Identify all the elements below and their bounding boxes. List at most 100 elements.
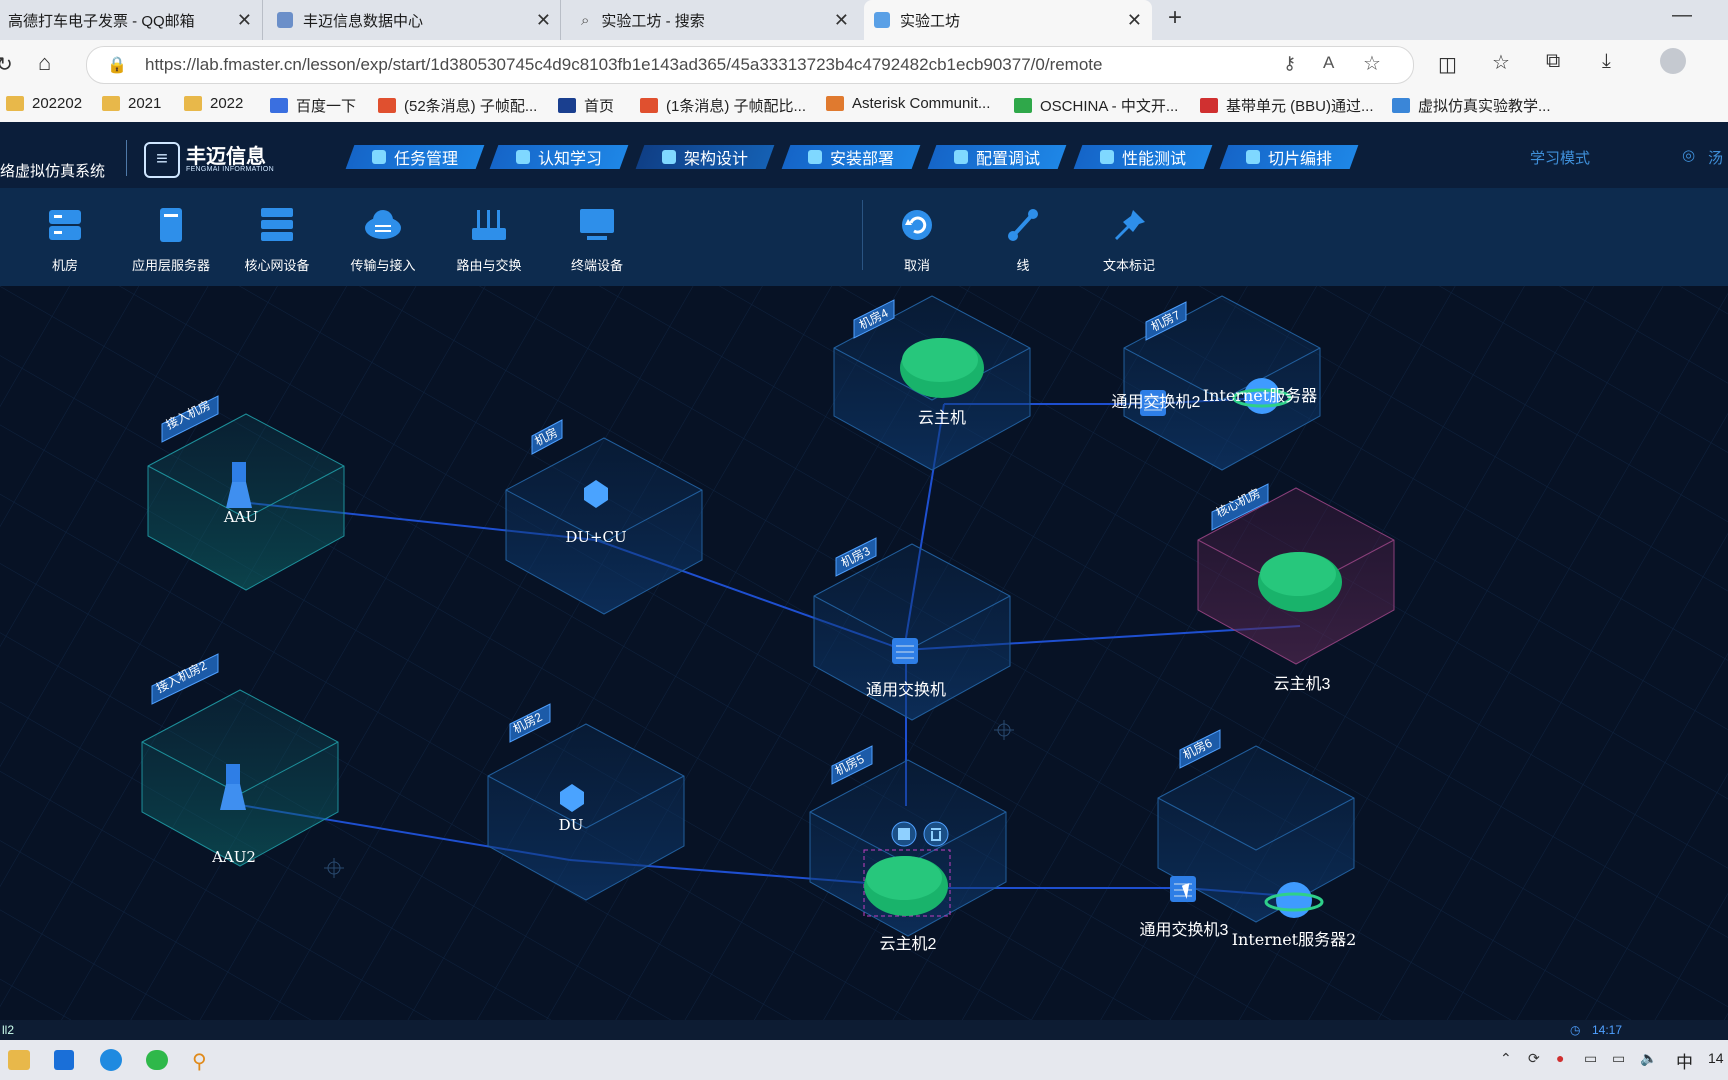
device-label: 云主机2	[879, 936, 937, 953]
cloud-host-2-selected[interactable]	[863, 849, 951, 917]
bookmark-link[interactable]: 首页	[558, 95, 614, 116]
bookmark-link[interactable]: 百度一下	[270, 95, 356, 116]
tool-transport-access[interactable]: 传输与接入	[338, 200, 428, 274]
taskbar-clock[interactable]: 14	[1708, 1050, 1724, 1066]
nav-learning[interactable]: 认知学习	[489, 145, 629, 169]
read-aloud-icon[interactable]: A	[1323, 53, 1335, 72]
user-name[interactable]: 汤	[1708, 150, 1724, 167]
close-icon[interactable]: ✕	[1126, 10, 1142, 30]
qq-tray-icon[interactable]: ●	[1556, 1050, 1565, 1066]
switch-3b[interactable]	[1170, 876, 1196, 902]
csdn-icon	[640, 98, 658, 113]
ime-indicator[interactable]: 中	[1676, 1053, 1693, 1072]
home-icon[interactable]: ⌂	[38, 50, 52, 75]
room-2[interactable]	[487, 723, 685, 901]
search-icon: ⌕	[581, 11, 590, 29]
add-favorite-icon[interactable]: ☆	[1363, 53, 1381, 75]
favorites-icon[interactable]: ☆	[1492, 52, 1510, 74]
bookmark-link[interactable]: 基带单元 (BBU)通过...	[1200, 95, 1374, 116]
bookmark-folder[interactable]: 2022	[184, 95, 243, 112]
device-label: 通用交换机2	[1111, 394, 1201, 411]
network-icon[interactable]: ▭	[1612, 1050, 1626, 1066]
performance-icon	[1099, 150, 1114, 164]
task-icon	[371, 150, 386, 164]
nav-task-management[interactable]: 任务管理	[345, 145, 485, 169]
room-5[interactable]	[809, 759, 1007, 937]
bookmark-folder[interactable]: 2021	[102, 95, 161, 112]
bookmark-link[interactable]: OSCHINA - 中文开...	[1014, 95, 1178, 116]
close-icon[interactable]: ✕	[833, 10, 849, 30]
brand-subtitle: FENGMAI INFORMATION	[186, 166, 275, 173]
file-explorer-icon[interactable]	[8, 1050, 30, 1070]
room-6[interactable]	[1157, 745, 1355, 923]
bookmark-link[interactable]: (52条消息) 子帧配...	[378, 95, 537, 116]
user-icon[interactable]: ◎	[1682, 147, 1696, 164]
rack-icon	[261, 208, 293, 241]
close-icon[interactable]: ✕	[535, 10, 551, 30]
tray-sync-icon[interactable]: ⟳	[1528, 1050, 1540, 1066]
du-cube[interactable]	[560, 784, 584, 812]
switch-2[interactable]	[1140, 390, 1166, 416]
internet-server-2[interactable]	[1264, 882, 1324, 918]
new-tab-button[interactable]: +	[1168, 4, 1183, 31]
tool-core-network[interactable]: 核心网设备	[232, 200, 322, 274]
site-icon	[874, 12, 890, 28]
tab-qq-mail[interactable]: 高德打车电子发票 - QQ邮箱 ✕	[0, 0, 262, 40]
tray-chevron-icon[interactable]: ⌃	[1500, 1050, 1512, 1066]
nav-config[interactable]: 配置调试	[927, 145, 1067, 169]
aau-antenna[interactable]	[226, 462, 252, 508]
internet-server[interactable]	[1232, 378, 1292, 414]
undo-button[interactable]: 取消	[872, 200, 962, 274]
edge-icon[interactable]	[100, 1049, 122, 1071]
topology-canvas[interactable]: 接入机房 机房 机房4 机房7 机房3 核心机房 接入机房2 机房2 机房5 机…	[0, 286, 1728, 1020]
volume-icon[interactable]: 🔈	[1640, 1050, 1658, 1066]
address-bar[interactable]: 🔒 https://lab.fmaster.cn/lesson/exp/star…	[86, 46, 1414, 84]
nav-slicing[interactable]: 切片编排	[1219, 145, 1359, 169]
address-bar-row: ↻ ⌂ 🔒 https://lab.fmaster.cn/lesson/exp/…	[0, 40, 1728, 88]
architecture-icon	[661, 150, 676, 164]
close-icon[interactable]: ✕	[236, 10, 252, 30]
bookmark-link[interactable]: (1条消息) 子帧配比...	[640, 95, 806, 116]
edit-device-button[interactable]	[891, 821, 917, 847]
tool-app-server[interactable]: 应用层服务器	[126, 200, 216, 274]
nav-deployment[interactable]: 安装部署	[781, 145, 921, 169]
aau2-antenna[interactable]	[220, 764, 246, 810]
collections-icon[interactable]: ⧉	[1546, 50, 1561, 72]
search-app-icon[interactable]: ⚲	[192, 1051, 207, 1073]
tool-routing-switching[interactable]: 路由与交换	[444, 200, 534, 274]
brand-logo: ≡	[144, 142, 180, 178]
nav-performance[interactable]: 性能测试	[1073, 145, 1213, 169]
nav-architecture-active[interactable]: 架构设计	[635, 145, 775, 169]
tab-data-center[interactable]: 丰迈信息数据中心 ✕	[262, 0, 561, 40]
line-button[interactable]: 线	[978, 200, 1068, 274]
delete-device-button[interactable]	[923, 821, 949, 847]
ducu-cube[interactable]	[584, 480, 608, 508]
bookmark-link[interactable]: 虚拟仿真实验教学...	[1392, 95, 1551, 116]
tab-title: 丰迈信息数据中心	[303, 12, 424, 30]
cloud-host-3[interactable]	[1258, 552, 1342, 612]
minimize-button[interactable]: —	[1672, 4, 1692, 26]
crosshair-marks	[324, 720, 1014, 878]
profile-avatar[interactable]	[1660, 48, 1686, 74]
split-screen-icon[interactable]: ◫	[1438, 54, 1457, 76]
tool-terminal[interactable]: 终端设备	[552, 200, 642, 274]
bookmark-link[interactable]: Asterisk Communit...	[826, 95, 990, 112]
battery-icon[interactable]: ▭	[1584, 1050, 1598, 1066]
tab-search[interactable]: ⌕ 实验工坊 - 搜索 ✕	[560, 0, 859, 40]
key-icon[interactable]: ⚷	[1283, 53, 1297, 73]
tool-room[interactable]: 机房	[20, 200, 110, 274]
mode-label[interactable]: 学习模式	[1530, 150, 1591, 167]
room-3[interactable]	[813, 543, 1011, 721]
bookmark-folder[interactable]: 202202	[6, 95, 82, 112]
room-main[interactable]	[505, 437, 703, 615]
monitor-icon	[580, 209, 614, 240]
wechat-icon[interactable]	[146, 1050, 168, 1070]
tab-lab-active[interactable]: 实验工坊 ✕	[864, 0, 1152, 40]
download-icon[interactable]: ⤓	[1602, 50, 1611, 72]
switch-3[interactable]	[892, 638, 918, 664]
refresh-icon[interactable]: ↻	[0, 54, 13, 76]
store-icon[interactable]	[54, 1050, 74, 1070]
cloud-host[interactable]	[900, 338, 984, 398]
text-mark-button[interactable]: 文本标记	[1084, 200, 1174, 274]
room-7[interactable]	[1123, 295, 1321, 471]
